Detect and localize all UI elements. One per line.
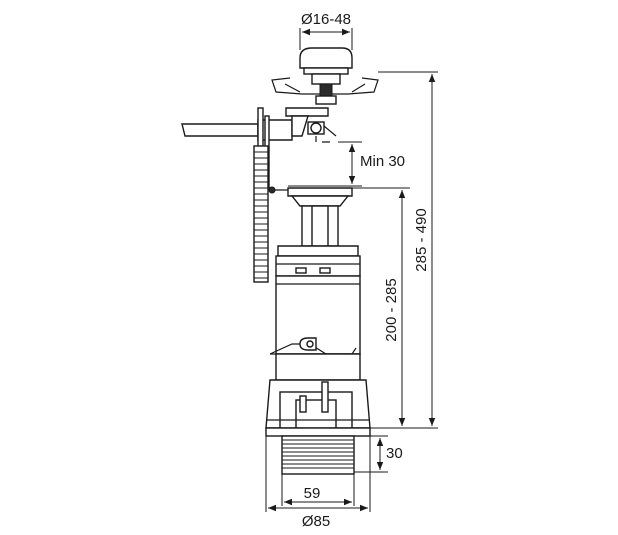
label-thread-height: 30 (386, 445, 403, 462)
label-overall-height: 285 - 490 (413, 208, 430, 271)
label-flange-diameter: Ø85 (302, 513, 330, 530)
label-button-diameter: Ø16-48 (301, 11, 351, 28)
label-body-height: 200 - 285 (383, 278, 400, 341)
dimension-min-clearance: Min 30 (288, 141, 405, 187)
dimension-thread-width: 59 (281, 474, 355, 506)
threaded-shank (281, 435, 355, 475)
label-min-clearance: Min 30 (360, 153, 405, 170)
label-thread-width: 59 (304, 485, 321, 502)
float-chain (253, 145, 290, 283)
dimension-body-height: 200 - 285 (352, 187, 438, 429)
dimension-overall-height: 285 - 490 (378, 71, 438, 426)
valve-body (265, 187, 371, 437)
dimension-button-diameter: Ø16-48 (299, 11, 353, 50)
push-button (271, 47, 379, 105)
dimension-flange-diameter: Ø85 (265, 436, 371, 530)
dimension-thread-height: 30 (354, 435, 403, 473)
